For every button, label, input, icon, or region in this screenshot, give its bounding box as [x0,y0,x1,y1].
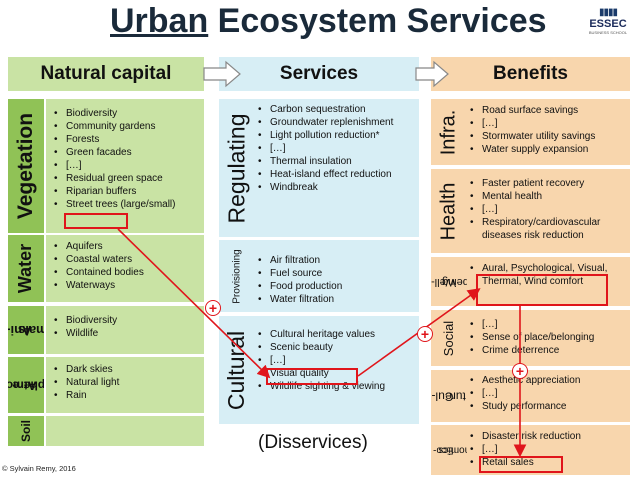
right-arrow-icon [415,60,449,88]
list-item: Food production [256,280,418,293]
header-natural-capital: Natural capital [8,57,204,91]
water-list: Aquifers Coastal waters Contained bodies… [52,240,202,292]
infra-list: Road surface savings […] Stormwater util… [468,104,630,156]
list-item: Natural light [52,376,202,389]
water-label: Water [8,235,44,302]
list-item: Aural, Psychological, Visual, Thermal, W… [468,262,624,288]
list-item: Sense of place/belonging [468,331,628,344]
vegetation-list: Biodiversity Community gardens Forests G… [52,107,204,211]
list-item: […] [468,387,628,400]
list-item: […] [52,159,204,172]
soil-label: Soil [8,416,44,446]
page-title: Urban Ecosystem Services [110,2,547,40]
list-item: Thermal insulation [256,155,418,168]
animals-label: Ani-mals [8,306,44,354]
list-item: Water supply expansion [468,143,630,156]
plus-icon: + [417,326,433,342]
disservices-label: (Disservices) [258,432,368,453]
list-item: Rain [52,389,202,402]
list-item: Heat-island effect reduction [256,168,418,181]
plus-icon: + [512,363,528,379]
list-item: Road surface savings [468,104,630,117]
list-item: […] [468,117,630,130]
list-item: Contained bodies [52,266,202,279]
list-item: Coastal waters [52,253,202,266]
list-item: Carbon sequestration [256,103,418,116]
header-benefits: Benefits [431,57,630,91]
header-services: Services [219,57,419,91]
list-item: Riparian buffers [52,185,204,198]
list-item: Cultural heritage values [256,328,418,341]
list-item: Fuel source [256,267,418,280]
list-item: Wildlife sighting & viewing [256,380,418,393]
list-item: Retail sales [468,456,628,469]
list-item: Mental health [468,190,628,203]
essec-logo: ▮▮▮▮ ESSEC BUSINESS SCHOOL [586,7,630,36]
vegetation-label: Vegetation [8,99,44,233]
right-arrow-icon [203,60,241,88]
list-item: Faster patient recovery [468,177,628,190]
list-item: Aesthetic appreciation [468,374,628,387]
list-item: Street trees (large/small) [52,198,204,211]
culture-list: Aesthetic appreciation […] Study perform… [468,374,628,413]
atmosphere-label: Atmo-sphere [8,357,44,413]
health-list: Faster patient recovery Mental health […… [468,177,628,242]
list-item: Waterways [52,279,202,292]
list-item: Green facades [52,146,204,159]
list-item: Windbreak [256,181,418,194]
list-item: Residual green space [52,172,204,185]
atmosphere-list: Dark skies Natural light Rain [52,363,202,402]
list-item: Scenic beauty [256,341,418,354]
list-item: Light pollution reduction* [256,129,418,142]
plus-icon: + [205,300,221,316]
logo-mark-icon: ▮▮▮▮ [598,7,618,18]
list-item: Dark skies [52,363,202,376]
list-item: Respiratory/cardiovascular diseases risk… [468,216,628,242]
list-item: Disaster risk reduction [468,430,628,443]
list-item: […] [468,203,628,216]
list-item: Forests [52,133,204,146]
list-item: Wildlife [52,327,202,340]
connector-trees-to-visual [117,228,271,379]
highlight-street-trees [64,213,128,229]
list-item: […] [256,142,418,155]
animals-list: Biodiversity Wildlife [52,314,202,340]
soil-panel [46,416,204,446]
list-item: Biodiversity [52,314,202,327]
wellbeing-list: Aural, Psychological, Visual, Thermal, W… [468,262,624,288]
provisioning-list: Air filtration Fuel source Food producti… [256,254,418,306]
list-item: Air filtration [256,254,418,267]
list-item: Study performance [468,400,628,413]
list-item: Stormwater utility savings [468,130,630,143]
list-item: Groundwater replenishment [256,116,418,129]
list-item: Aquifers [52,240,202,253]
list-item: […] [468,318,628,331]
regulating-list: Carbon sequestration Groundwater repleni… [256,103,418,194]
list-item: Water filtration [256,293,418,306]
list-item: Community gardens [52,120,204,133]
list-item: […] [256,354,418,367]
list-item: Biodiversity [52,107,204,120]
copyright: © Sylvain Remy, 2016 [2,464,76,473]
list-item: […] [468,443,628,456]
economics-list: Disaster risk reduction […] Retail sales [468,430,628,469]
